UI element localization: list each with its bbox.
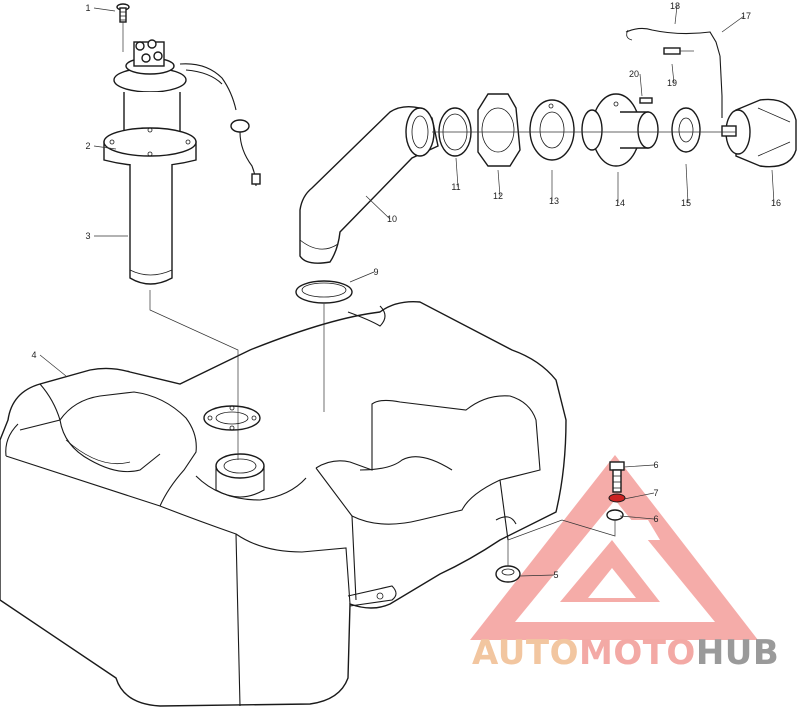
callout-label-c6b: 6 [653, 514, 658, 524]
mounting-hardware [495, 461, 626, 583]
callout-label-c7: 7 [653, 488, 658, 498]
watermark-hub: HUB [695, 633, 780, 673]
watermark-triangle-hole [588, 568, 636, 598]
callout-label-c3: 3 [85, 231, 90, 241]
callout-leader-c5 [519, 574, 555, 577]
callout-leader-c11 [455, 157, 459, 188]
filler-cap-assembly [432, 27, 797, 168]
callout-leader-c16 [771, 169, 775, 204]
callout-leader-c9 [349, 271, 375, 283]
callout-label-c12: 12 [493, 191, 503, 201]
callout-leader-c19 [671, 63, 675, 84]
callout-label-c16: 16 [771, 198, 781, 208]
callout-label-c6a: 6 [653, 460, 658, 470]
fuel-pump-assembly [103, 3, 261, 460]
screw-1 [116, 3, 130, 52]
callout-label-c1: 1 [85, 3, 90, 13]
callout-label-c11: 11 [451, 182, 460, 192]
callout-label-c5: 5 [553, 570, 558, 580]
callout-leader-c7 [623, 492, 655, 500]
callout-label-c4: 4 [31, 350, 36, 360]
callout-leader-c12 [497, 169, 501, 197]
callout-leader-c6a [623, 464, 655, 468]
callout-label-c9: 9 [373, 267, 378, 277]
callout-leader-c4 [39, 354, 67, 377]
callout-leader-c6b [619, 515, 655, 520]
filler-hose [295, 105, 439, 412]
callout-leader-c15 [685, 163, 689, 204]
callout-label-c17: 17 [741, 11, 751, 21]
callout-leader-c10 [365, 195, 391, 220]
callout-leader-c2 [93, 145, 117, 150]
callout-label-c15: 15 [681, 198, 691, 208]
callout-leader-c18 [674, 5, 678, 25]
callout-leader-c1 [93, 7, 116, 12]
watermark-moto: MOTO [578, 633, 696, 673]
callout-leader-c17 [721, 15, 745, 33]
callout-label-c20: 20 [629, 69, 639, 79]
watermark-auto: AUTO [472, 633, 579, 673]
callout-label-c10: 10 [387, 214, 397, 224]
callout-leader-c20 [639, 73, 643, 97]
callout-label-c18: 18 [670, 1, 680, 11]
callout-label-c19: 19 [667, 78, 677, 88]
callout-label-c13: 13 [549, 196, 559, 206]
fuel-tank [0, 301, 567, 707]
callout-label-c2: 2 [85, 141, 90, 151]
watermark-text: AUTOMOTOHUB [472, 636, 779, 670]
callout-label-c14: 14 [615, 198, 625, 208]
